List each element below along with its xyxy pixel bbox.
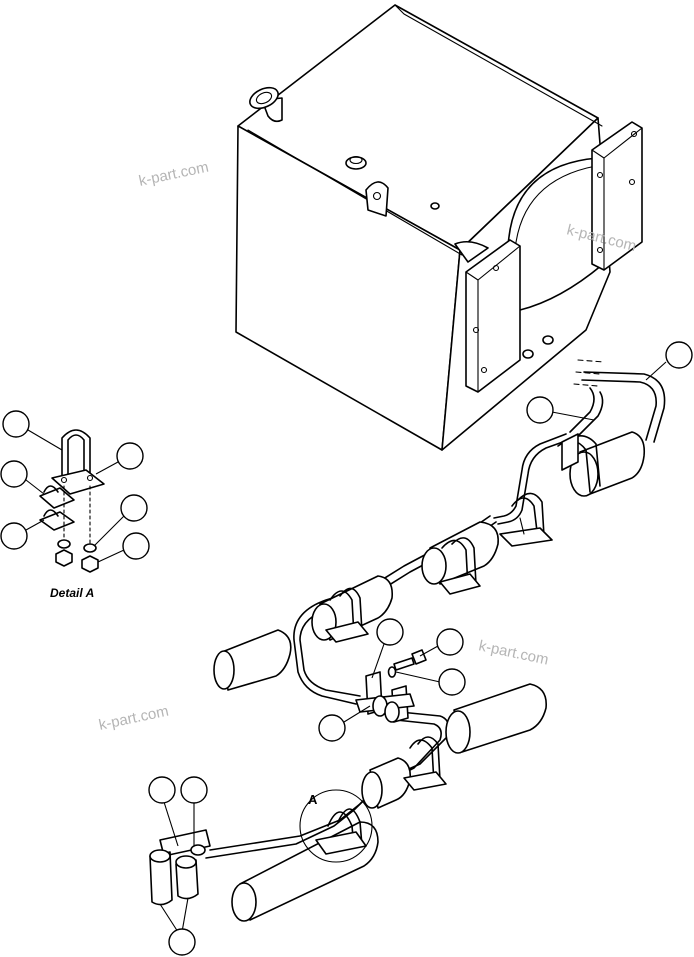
- callout-balloon: [0, 522, 28, 550]
- callout-balloon: [116, 442, 144, 470]
- tank-mount-bracket-rear: [591, 121, 643, 271]
- callout-balloon: [0, 460, 28, 488]
- u-bolt-clamp: [499, 492, 553, 547]
- detail-marker-label: A: [308, 792, 318, 807]
- frame-tube: [421, 521, 499, 585]
- vent-plug: [430, 202, 440, 210]
- u-bolt-clamp: [557, 433, 601, 493]
- u-bolt: [61, 429, 91, 481]
- washer: [83, 543, 97, 553]
- u-bolt-clamp: [403, 736, 447, 791]
- tank-mount-bracket-front: [454, 239, 521, 393]
- frame-tube: [361, 757, 412, 809]
- drain-port: [522, 349, 534, 359]
- detail-a-caption: Detail A: [50, 586, 94, 600]
- watermark-text: k-part.com: [137, 159, 210, 190]
- saddle-clip: [39, 485, 75, 531]
- line-bracket: [355, 671, 415, 723]
- callout-balloon: [526, 396, 554, 424]
- drain-port: [542, 335, 554, 345]
- frame-tubes: [213, 431, 646, 922]
- filter-cluster: [149, 829, 211, 906]
- callout-balloon: [665, 341, 693, 369]
- callout-balloon: [376, 618, 404, 646]
- callout-balloon: [148, 776, 176, 804]
- callout-balloon: [318, 714, 346, 742]
- bolt: [393, 649, 427, 671]
- nut: [81, 555, 99, 573]
- u-bolt-clamp: [439, 537, 481, 595]
- frame-tube: [445, 683, 547, 754]
- callout-balloon: [2, 410, 30, 438]
- callouts: [0, 341, 693, 956]
- callout-balloon: [438, 668, 466, 696]
- lifting-eye: [365, 181, 389, 217]
- frame-tube: [569, 431, 646, 497]
- nut: [55, 549, 73, 567]
- u-bolt-clamp: [325, 587, 369, 643]
- u-bolt-clamp: [315, 808, 367, 855]
- watermark-text: k-part.com: [477, 637, 550, 668]
- callout-balloon: [122, 532, 150, 560]
- frame-tube: [213, 629, 292, 691]
- washer: [57, 539, 71, 549]
- filler-neck: [249, 86, 283, 123]
- washer: [387, 666, 397, 678]
- callout-balloon: [180, 776, 208, 804]
- callout-balloon: [436, 628, 464, 656]
- sender-cap: [345, 155, 367, 170]
- watermark-text: k-part.com: [97, 703, 170, 734]
- detail-a-circle: A: [299, 789, 373, 863]
- callout-balloon: [168, 928, 196, 956]
- detail-a-inset: Detail A: [39, 429, 105, 600]
- callout-balloon: [120, 494, 148, 522]
- fuel-tank: [235, 4, 643, 451]
